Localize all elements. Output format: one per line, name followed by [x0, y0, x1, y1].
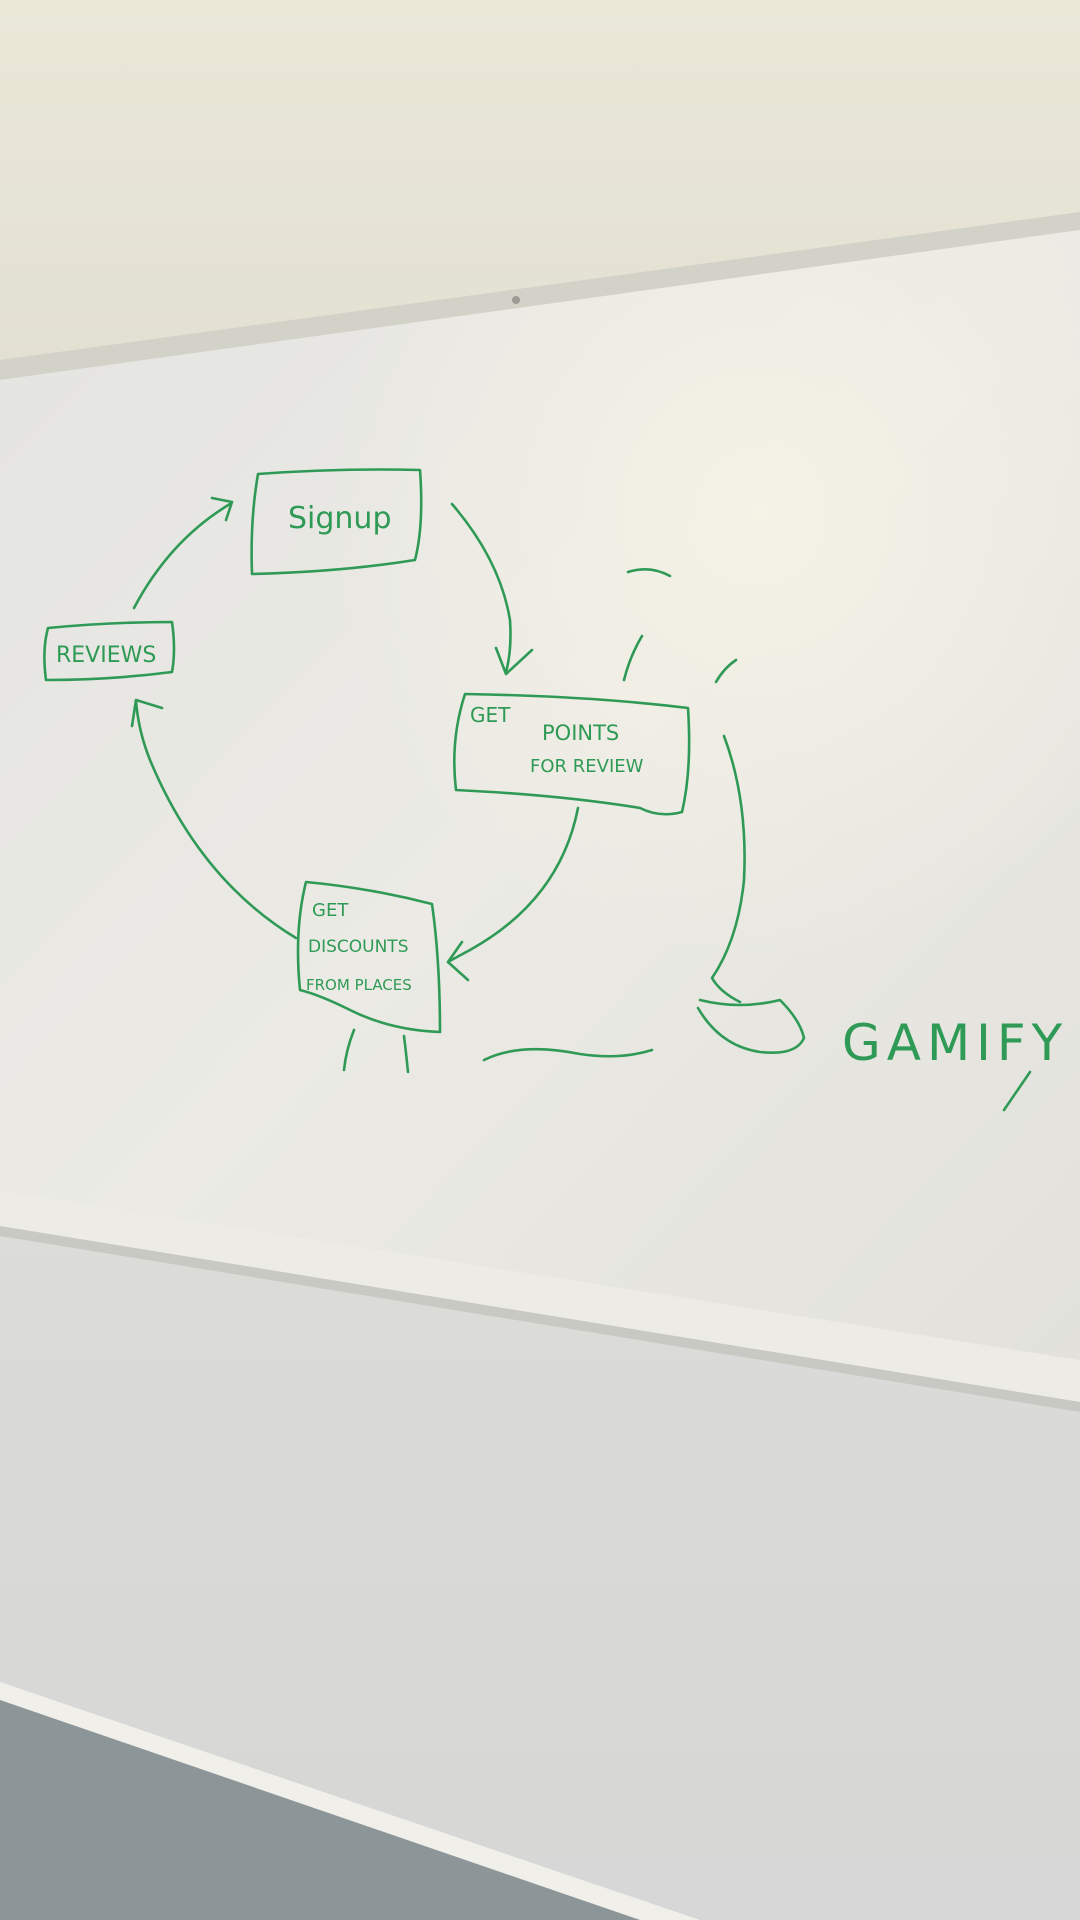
reviews-box: [43, 620, 176, 682]
signup-box: [250, 468, 423, 576]
floor: [0, 1700, 640, 1920]
get-points-line2: POINTS: [542, 721, 619, 745]
diagram: Signup REVIEWS GET POINTS FOR REVIEW GET…: [43, 468, 1068, 1112]
arrowhead-points-to-discounts: [446, 940, 470, 982]
get-points-line1: GET: [470, 703, 511, 727]
get-discounts-line2: DISCOUNTS: [308, 937, 408, 957]
arrowhead-reviews-to-signup: [210, 496, 234, 522]
emphasis-mark-top: [626, 567, 672, 578]
get-points-box: [452, 692, 691, 816]
arrow-to-gamify-head: [696, 998, 806, 1054]
screw: [512, 296, 520, 304]
emphasis-mark-left: [622, 634, 644, 682]
arrow-to-gamify-underline: [482, 1047, 654, 1062]
board-top-frame: [0, 212, 1080, 380]
skirting-board: [0, 1682, 700, 1920]
reviews-label: REVIEWS: [56, 643, 156, 668]
marker-tray-shadow: [0, 1226, 1080, 1412]
arrowhead-signup-to-points: [494, 646, 534, 676]
get-discounts-line1: GET: [312, 900, 349, 921]
marker-tray: [0, 1190, 1080, 1402]
gamify-tail: [1002, 1070, 1032, 1112]
arrow-points-to-discounts: [446, 806, 580, 964]
get-points-line3: FOR REVIEW: [530, 756, 644, 777]
signup-label: Signup: [288, 501, 392, 536]
get-discounts-box: [296, 880, 442, 1034]
arrowhead-discounts-to-reviews: [130, 698, 164, 728]
arrow-reviews-to-signup: [132, 502, 232, 610]
get-discounts-line3: FROM PLACES: [306, 976, 412, 994]
emphasis-mark-right: [714, 658, 738, 684]
arrow-to-gamify-stem: [710, 734, 746, 1004]
emphasis-mark-below-left: [342, 1028, 356, 1072]
gamify-label: GAMIFY: [842, 1014, 1068, 1072]
arrow-signup-to-points: [450, 502, 512, 674]
emphasis-mark-below-right: [402, 1034, 410, 1074]
arrow-discounts-to-reviews: [134, 698, 298, 940]
